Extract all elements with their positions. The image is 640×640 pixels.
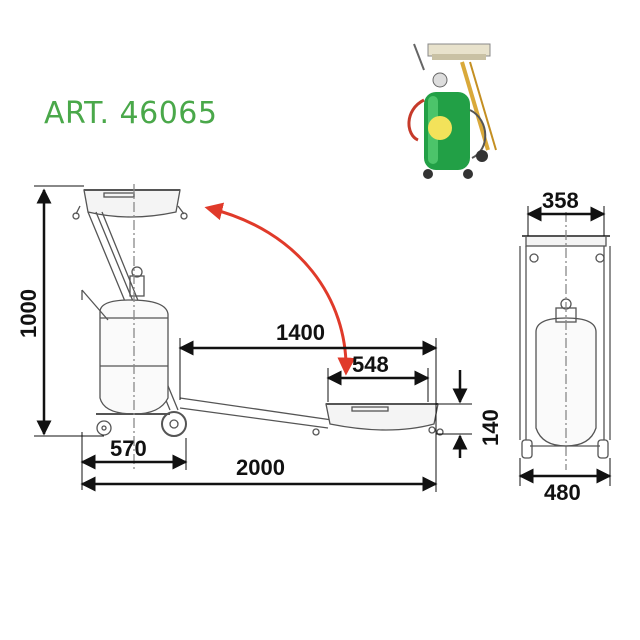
dim-tray-width	[326, 368, 430, 402]
front-view	[519, 212, 611, 470]
dim-reach	[178, 338, 438, 400]
dim-front-base-label: 480	[544, 480, 581, 505]
dim-front-top-label: 358	[542, 188, 579, 213]
dim-length-label: 2000	[236, 455, 285, 480]
article-title: ART. 46065	[44, 96, 218, 131]
dim-tray-width-label: 548	[352, 352, 389, 377]
dim-tray-height-label: 140	[478, 409, 503, 446]
dim-length	[80, 338, 438, 492]
dim-front-top	[526, 206, 606, 236]
dim-height	[34, 185, 104, 437]
dim-base-label: 570	[110, 436, 147, 461]
side-view	[72, 184, 444, 470]
dim-tray-height	[436, 370, 472, 458]
dim-reach-label: 1400	[276, 320, 325, 345]
dim-front-base	[518, 458, 612, 486]
dim-height-label: 1000	[16, 289, 41, 338]
